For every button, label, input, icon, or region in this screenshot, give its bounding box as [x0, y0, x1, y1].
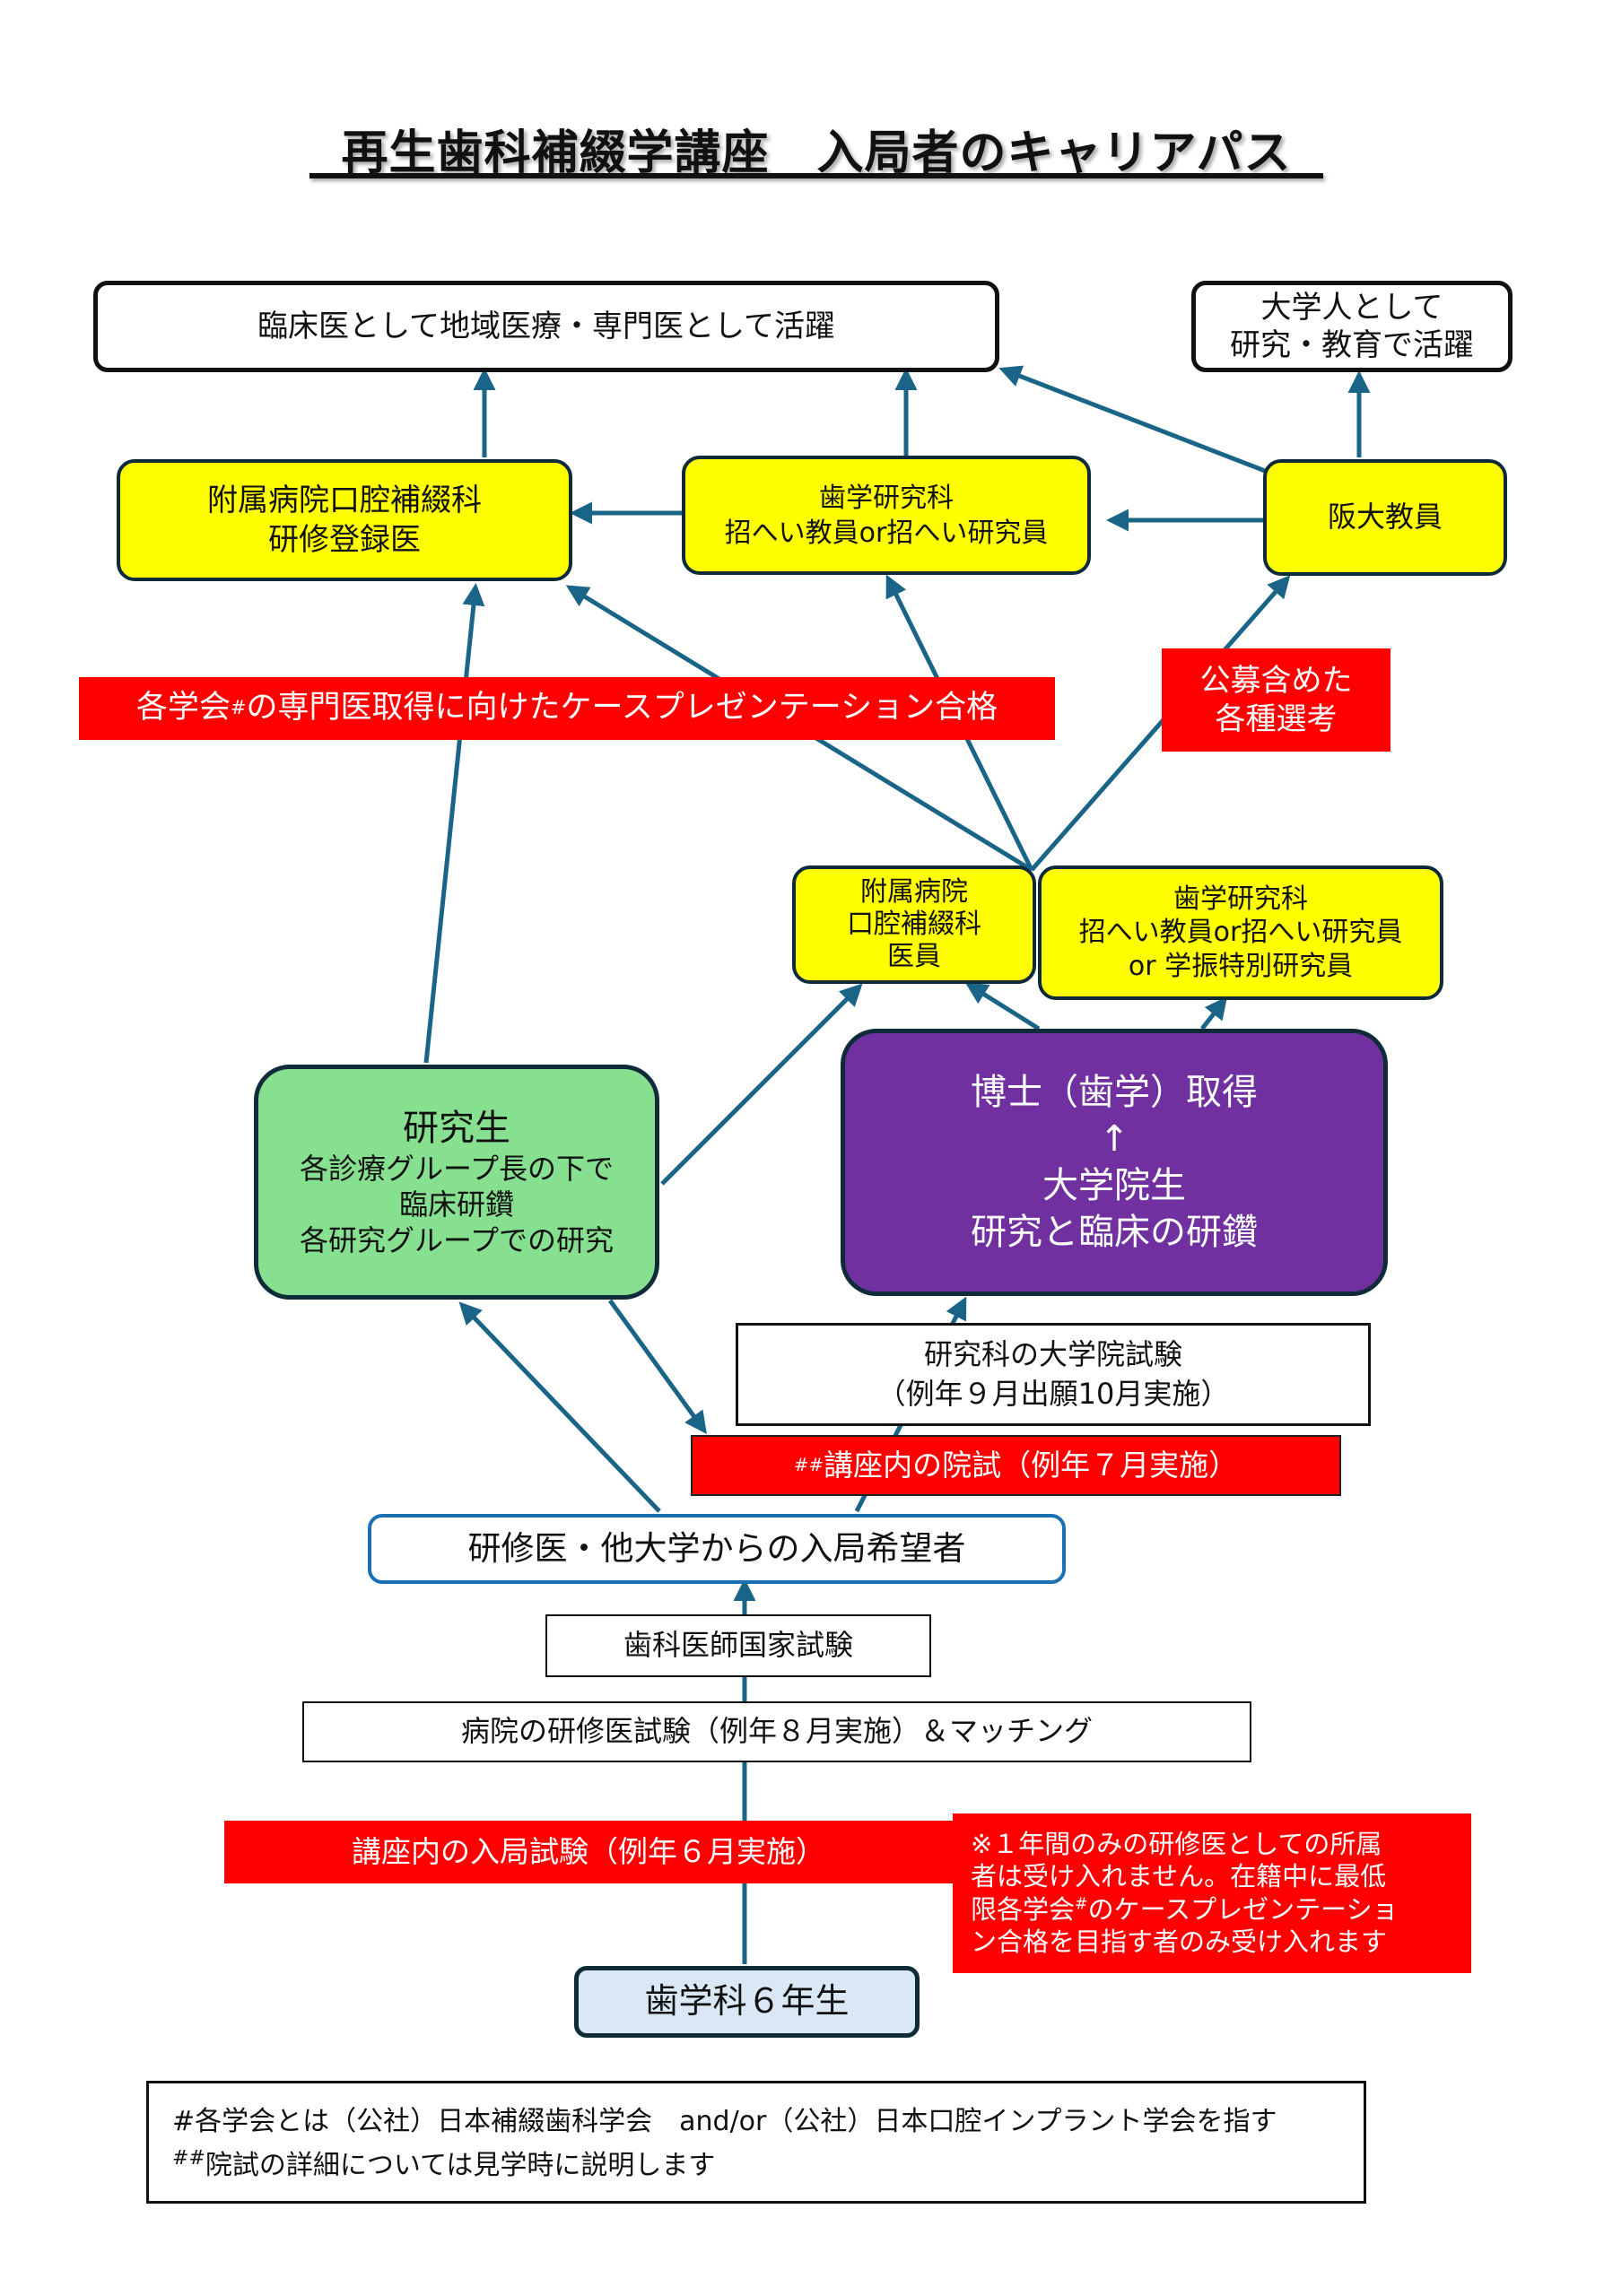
footnote-2-text: 院試の詳細については見学時に説明します [205, 2149, 716, 2181]
phd-line2: 研究と臨床の研鑽 [971, 1212, 1258, 1253]
research-student-line3: 各研究グループでの研究 [299, 1223, 615, 1257]
outcome-clinical: 臨床医として地域医療・専門医として活躍 [93, 281, 999, 372]
footnote-1: #各学会とは（公社）日本補綴歯科学会 and/or（公社）日本口腔インプラント学… [172, 2106, 1277, 2137]
node-hospital-staff-line2: 口腔補綴科 [847, 909, 981, 940]
national-exam-label: 歯科医師国家試験 [623, 1628, 853, 1663]
entry-exam-label: 講座内の入局試験（例年６月実施） [352, 1833, 825, 1869]
residency-exam-label: 病院の研修医試験（例年８月実施）＆マッチング [460, 1714, 1093, 1749]
node-graduate-invited-line1: 歯学研究科 [819, 482, 954, 514]
internal-exam-mark: ## [793, 1455, 824, 1476]
node-hospital-staff-line3: 医員 [887, 941, 941, 972]
node-hospital-registered-line2: 研修登録医 [268, 522, 421, 558]
node-hospital-staff-line1: 附属病院 [860, 876, 968, 908]
research-student-line1: 各診療グループ長の下で [299, 1152, 615, 1186]
arrow-phd-to-hospstaff [964, 982, 1041, 1031]
arrow-applicants-to-research [458, 1301, 661, 1513]
banner-case-mark: # [230, 697, 247, 719]
node-graduate-staff-line3: or 学振特別研究員 [1128, 950, 1354, 982]
banner-selection-line1: 公募含めた [1199, 663, 1353, 699]
arrow-mid-to-faculty [1030, 575, 1291, 872]
node-graduate-staff: 歯学研究科 招へい教員or招へい研究員 or 学振特別研究員 [1038, 865, 1443, 1000]
arrow-research-to-hospreg [423, 583, 485, 1064]
banner-case-presentation: 各学会#の専門医取得に向けたケースプレゼンテーション合格 [79, 677, 1055, 740]
arrow-phd-to-gradstaff [1200, 996, 1228, 1031]
node-graduate-invited: 歯学研究科 招へい教員or招へい研究員 [682, 456, 1091, 575]
footnote-2-mark: ## [172, 2146, 205, 2170]
footnotes-box: #各学会とは（公社）日本補綴歯科学会 and/or（公社）日本口腔インプラント学… [146, 2081, 1366, 2204]
warning-note-line1: ※１年間のみの研修医としての所属 [971, 1829, 1382, 1859]
node-hospital-registered-line1: 附属病院口腔補綴科 [207, 482, 482, 518]
box-residency-exam: 病院の研修医試験（例年８月実施）＆マッチング [302, 1701, 1251, 1762]
banner-case-suffix: の専門医取得に向けたケースプレゼンテーション合格 [246, 690, 998, 726]
banner-case-prefix: 各学会 [135, 690, 231, 726]
research-student-line2: 臨床研鑽 [398, 1187, 514, 1222]
node-osaka-faculty-label: 阪大教員 [1327, 500, 1443, 535]
banner-internal-grad-exam: ##講座内の院試（例年７月実施） [691, 1435, 1341, 1496]
box-graduate-exam: 研究科の大学院試験 （例年９月出願10月実施） [736, 1323, 1371, 1426]
phd-line1: 大学院生 [1042, 1165, 1186, 1206]
outcome-clinical-label: 臨床医として地域医療・専門医として活躍 [257, 308, 835, 344]
node-dental-6th-year: 歯学科６年生 [574, 1966, 920, 2038]
node-research-student: 研究生 各診療グループ長の下で 臨床研鑽 各研究グループでの研究 [254, 1065, 659, 1300]
banner-entry-exam: 講座内の入局試験（例年６月実施） [224, 1821, 953, 1883]
node-hospital-staff: 附属病院 口腔補綴科 医員 [792, 865, 1036, 984]
outcome-academic-line1: 大学人として [1260, 289, 1443, 326]
graduate-exam-line1: 研究科の大学院試験 [923, 1337, 1182, 1372]
graduate-exam-line2: （例年９月出願10月実施） [876, 1376, 1230, 1411]
node-graduate-staff-line1: 歯学研究科 [1173, 883, 1308, 915]
phd-title: 博士（歯学）取得 [971, 1072, 1258, 1113]
warning-note-line2: 者は受け入れません。在籍中に最低 [971, 1861, 1387, 1892]
node-hospital-registered: 附属病院口腔補綴科 研修登録医 [117, 459, 572, 581]
node-graduate-staff-line2: 招へい教員or招へい研究員 [1078, 917, 1403, 949]
applicants-label: 研修医・他大学からの入局希望者 [467, 1528, 966, 1568]
node-osaka-faculty: 阪大教員 [1263, 459, 1507, 576]
warning-note-line4: ン合格を目指す者のみ受け入れます [971, 1926, 1388, 1957]
outcome-academic: 大学人として 研究・教育で活躍 [1191, 281, 1512, 372]
title-underline [309, 173, 1323, 178]
warning-note: ※１年間のみの研修医としての所属 者は受け入れません。在籍中に最低 限各学会#の… [953, 1813, 1471, 1973]
internal-exam-text: 講座内の院試（例年７月実施） [824, 1447, 1239, 1483]
box-national-exam: 歯科医師国家試験 [545, 1614, 931, 1677]
warning-note-line3-suffix: のケースプレゼンテーショ [1087, 1893, 1399, 1925]
warning-note-line3: 限各学会#のケースプレゼンテーショ [971, 1893, 1462, 1926]
arrow-research-to-hospstaff [660, 983, 863, 1186]
arrow-faculty-to-clinical [998, 365, 1266, 474]
node-applicants: 研修医・他大学からの入局希望者 [368, 1514, 1066, 1584]
phd-up-arrow-icon: ↑ [1099, 1118, 1129, 1160]
research-student-title: 研究生 [403, 1108, 510, 1149]
warning-note-mark: # [1075, 1894, 1088, 1913]
warning-note-line3-prefix: 限各学会 [971, 1893, 1076, 1925]
node-phd: 博士（歯学）取得 ↑ 大学院生 研究と臨床の研鑽 [841, 1029, 1388, 1296]
page-title: 再生歯科補綴学講座 入局者のキャリアパス [341, 126, 1292, 180]
footnote-2: ##院試の詳細については見学時に説明します [172, 2144, 1340, 2187]
banner-selection-line2: 各種選考 [1215, 700, 1338, 737]
dental-6th-year-label: 歯学科６年生 [644, 1981, 850, 2022]
outcome-academic-line2: 研究・教育で活躍 [1230, 327, 1474, 363]
arrow-research-to-internal-exam [607, 1299, 707, 1435]
banner-selection: 公募含めた 各種選考 [1162, 648, 1390, 752]
node-graduate-invited-line2: 招へい教員or招へい研究員 [724, 517, 1049, 549]
